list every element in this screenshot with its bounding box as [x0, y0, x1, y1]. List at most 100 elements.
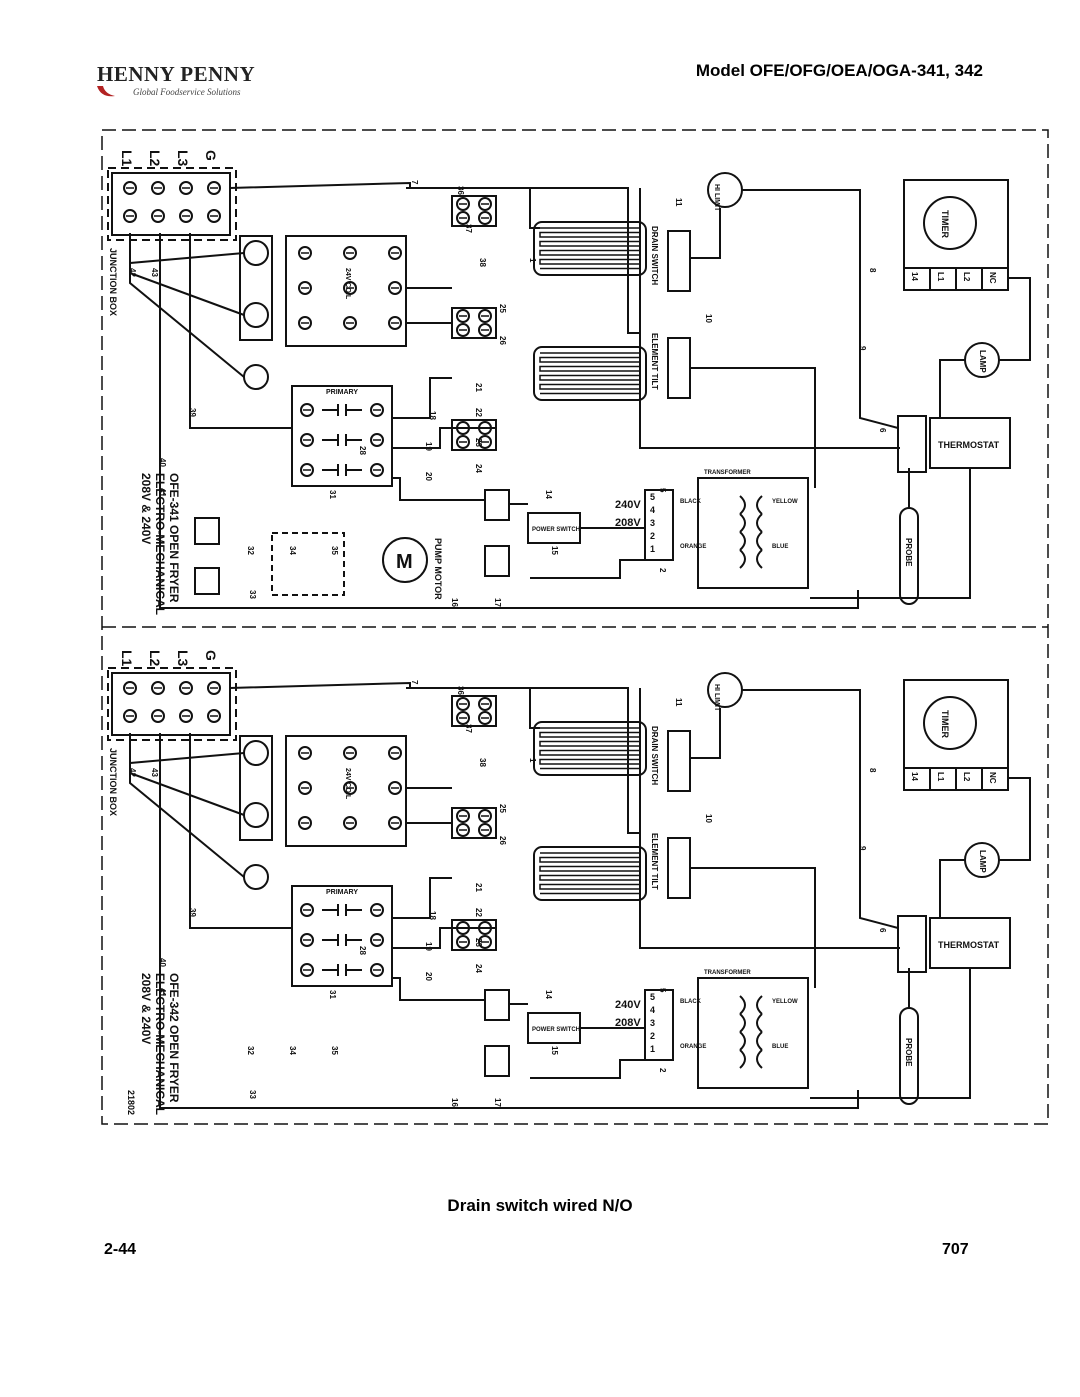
- timer-terminal-3: NC: [988, 772, 997, 784]
- fuse: [243, 864, 269, 890]
- transformer-label: TRANSFORMER: [704, 970, 751, 976]
- wire-number-22: 22: [474, 908, 483, 917]
- transformer-terminal-1: 1: [650, 544, 655, 554]
- terminal-screw: [456, 211, 470, 225]
- wire-number-6: 6: [878, 928, 887, 933]
- wire: [129, 733, 245, 816]
- transformer-coil: [739, 1049, 746, 1069]
- drain-switch-label: DRAIN SWITCH: [650, 726, 659, 785]
- drain-switch-label: DRAIN SWITCH: [650, 226, 659, 285]
- terminal-screw: [478, 323, 492, 337]
- transformer-coil: [756, 531, 763, 551]
- wire: [392, 377, 452, 419]
- wire-number-36: 36: [456, 686, 465, 695]
- wire-number-16: 16: [450, 1098, 459, 1107]
- timer-dial: [923, 196, 977, 250]
- panel-title-line: 208V & 240V: [139, 473, 153, 544]
- hi-limit-label: HI LIMIT: [713, 184, 720, 212]
- wire-number-18: 18: [428, 911, 437, 920]
- terminal-screw: [456, 809, 470, 823]
- timer-terminal-3: NC: [988, 272, 997, 284]
- wire: [129, 233, 245, 265]
- timer-terminal-1: L1: [936, 272, 945, 282]
- wire: [690, 867, 816, 988]
- wire-number-8: 8: [868, 768, 877, 773]
- wire: [939, 359, 966, 418]
- transformer-coil: [756, 549, 763, 569]
- wire-number-22: 22: [474, 408, 483, 417]
- transformer-coil: [756, 513, 763, 533]
- element-terminal-strip: [451, 695, 497, 727]
- line-label-l3: L3: [175, 650, 191, 667]
- transformer-coil: [739, 513, 746, 533]
- wire-number-14: 14: [544, 990, 553, 999]
- terminal-screw: [300, 903, 314, 917]
- wire-number-28: 28: [358, 946, 367, 955]
- transformer-coil: [756, 1013, 763, 1033]
- terminal-screw: [300, 463, 314, 477]
- terminal-screw: [456, 697, 470, 711]
- wire-number-15: 15: [550, 1046, 559, 1055]
- terminal-screw: [456, 309, 470, 323]
- wire-number-39: 39: [188, 908, 197, 917]
- line-label-l1: L1: [119, 150, 135, 167]
- transformer-terminal-1: 1: [650, 1044, 655, 1054]
- terminal-screw: [343, 746, 357, 760]
- element-terminal-strip: [451, 419, 497, 451]
- terminal-screw: [388, 781, 402, 795]
- pump-relay-1: [194, 517, 220, 545]
- model-header: Model OFE/OFG/OEA/OGA-341, 342: [695, 61, 983, 80]
- wire-number-33: 33: [248, 1090, 257, 1099]
- wire: [129, 233, 245, 316]
- terminal-screw: [456, 935, 470, 949]
- voltage-240-label: 240V: [615, 499, 641, 511]
- transformer-coil: [756, 1031, 763, 1051]
- voltage-208-label: 208V: [615, 517, 641, 529]
- thermostat-terminals: [897, 915, 927, 973]
- terminal-block-dashed: [107, 167, 237, 241]
- transformer-coil: [739, 549, 746, 569]
- timer-label: TIMER: [940, 210, 950, 238]
- transformer-label: TRANSFORMER: [704, 470, 751, 476]
- wire-number-35: 35: [330, 546, 339, 555]
- wire-orange-label: ORANGE: [680, 1044, 706, 1050]
- wire-number-41: 41: [158, 488, 167, 497]
- terminal-screw: [370, 933, 384, 947]
- fuse-holder: [239, 735, 273, 841]
- transformer-terminal-5: 5: [650, 492, 655, 502]
- wire: [810, 468, 971, 599]
- transformer-coil: [739, 995, 746, 1015]
- wire-number-31: 31: [328, 490, 337, 499]
- element-tilt-label: ELEMENT TILT: [650, 833, 659, 890]
- terminal-screw: [300, 403, 314, 417]
- power-switch-label: POWER SWITCH: [532, 1027, 580, 1033]
- coil-label: 24V COIL: [344, 768, 351, 800]
- terminal-screw: [300, 433, 314, 447]
- wire-number-1: 1: [528, 758, 537, 763]
- terminal-screw: [478, 809, 492, 823]
- heating-element-2: [533, 346, 647, 401]
- relay-coil-2: [484, 1045, 510, 1077]
- terminal-screw: [456, 823, 470, 837]
- lamp-label: LAMP: [978, 350, 987, 373]
- terminal-screw: [298, 746, 312, 760]
- wire-number-31: 31: [328, 990, 337, 999]
- timer-label: TIMER: [940, 710, 950, 738]
- wire-number-38: 38: [478, 258, 487, 267]
- wire-number-23: 23: [474, 938, 483, 947]
- thermostat-label: THERMOSTAT: [938, 440, 1000, 450]
- terminal-screw: [123, 209, 137, 223]
- panel-title-line: OFE-342 OPEN FRYER: [167, 973, 181, 1103]
- wire: [406, 687, 540, 729]
- junction-box-label: JUNCTION BOX: [108, 748, 118, 816]
- transformer-terminal-4: 4: [650, 1005, 655, 1015]
- wire: [129, 733, 245, 878]
- terminal-screw: [207, 209, 221, 223]
- terminal-screw: [456, 435, 470, 449]
- wire-yellow-label: YELLOW: [772, 999, 798, 1005]
- transformer: [697, 977, 809, 1089]
- terminal-screw: [478, 211, 492, 225]
- wire: [392, 477, 485, 501]
